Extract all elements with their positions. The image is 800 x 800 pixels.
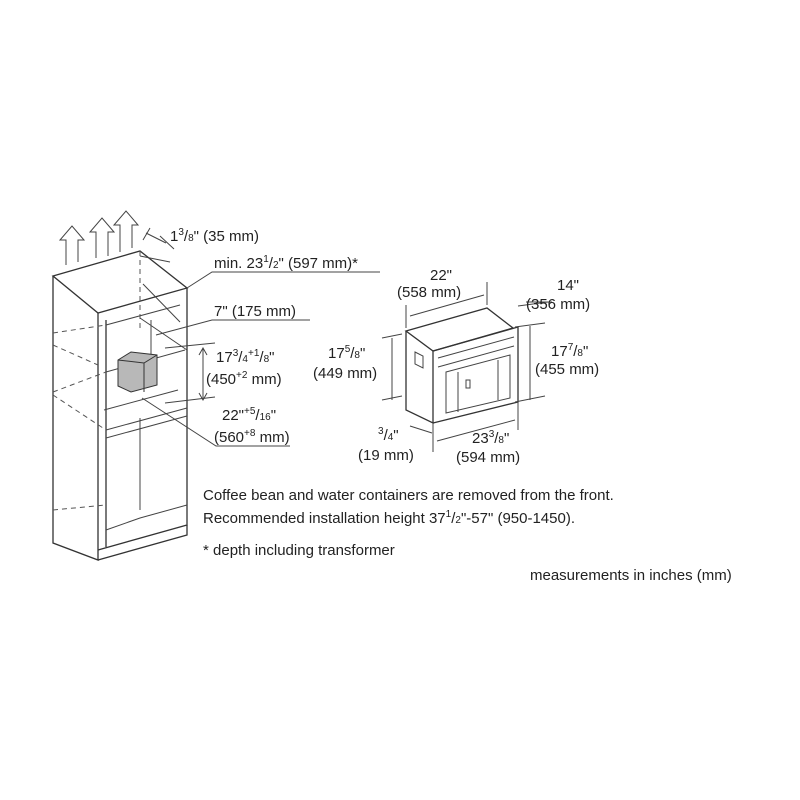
ventilation-arrows-icon	[58, 210, 140, 265]
appliance-width-mm: (558 mm)	[397, 284, 461, 301]
front-height-inch: 177/8"	[551, 342, 588, 360]
note-install-height: Recommended installation height 371/2"-5…	[203, 509, 575, 527]
niche-width-mm-label: (560+8 mm)	[214, 428, 290, 446]
front-height-mm: (455 mm)	[535, 361, 599, 378]
body-height-inch: 175/8"	[328, 344, 365, 362]
cabinet-drawing	[51, 250, 189, 561]
appliance-drawing	[404, 307, 519, 425]
niche-width-inch-label: 22"+5/16"	[222, 406, 276, 424]
body-height-mm: (449 mm)	[313, 365, 377, 382]
front-width-mm: (594 mm)	[456, 449, 520, 466]
cabinet-dimension-lines	[103, 227, 380, 447]
front-overhang-mm: (19 mm)	[358, 447, 414, 464]
appliance-dimension-lines	[381, 282, 552, 452]
appliance-depth-mm: (356 mm)	[526, 296, 590, 313]
appliance-width-inch: 22"	[430, 267, 452, 284]
front-width-inch: 233/8"	[472, 429, 509, 447]
note-containers: Coffee bean and water containers are rem…	[203, 487, 614, 504]
vent-gap-label: 13/8" (35 mm)	[170, 227, 259, 245]
min-depth-label: min. 231/2" (597 mm)*	[214, 254, 358, 272]
units-note: measurements in inches (mm)	[530, 567, 732, 584]
appliance-box	[117, 351, 158, 393]
niche-height-mm-label: (450+2 mm)	[206, 370, 282, 388]
appliance-depth-inch: 14"	[557, 277, 579, 294]
inner-depth-label: 7" (175 mm)	[214, 303, 296, 320]
niche-height-inch-label: 173/4+1/8"	[216, 348, 274, 366]
front-overhang-inch: 3/4"	[378, 426, 399, 444]
footnote: * depth including transformer	[203, 542, 395, 559]
